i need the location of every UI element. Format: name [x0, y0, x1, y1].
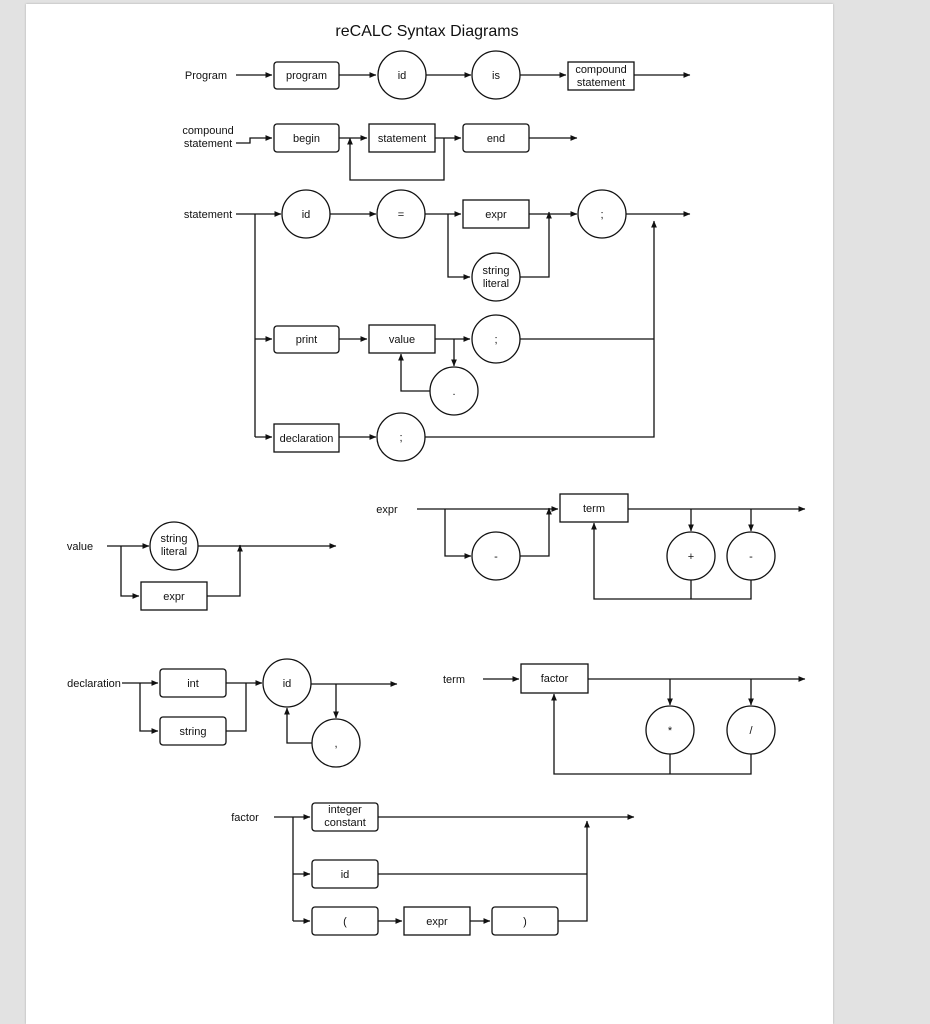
node-term-label: term [583, 503, 605, 515]
diagram-page [26, 4, 833, 1024]
node-is-label: is [492, 70, 500, 82]
rule-label-statement: statement [184, 209, 232, 221]
node-end-label: end [487, 133, 505, 145]
node-semicolon-3-label: ; [399, 432, 402, 444]
node-right-paren-label: ) [523, 916, 527, 928]
node-expr-label: expr [426, 916, 448, 928]
node-program-keyword-label: program [286, 70, 327, 82]
node-int-label: int [187, 678, 199, 690]
rule-program: Program program id is compound statement [185, 50, 691, 100]
node-statement-label: statement [378, 133, 426, 145]
rule-label-expr: expr [376, 504, 398, 516]
node-left-paren-label: ( [343, 916, 347, 928]
node-factor [520, 663, 589, 694]
node-print-label: print [296, 334, 317, 346]
rule-expr: expr - term + - [376, 493, 806, 600]
node-string-literal-label-1: string [483, 265, 510, 277]
rule-value: value string literal expr [67, 521, 337, 611]
node-semicolon-2-label: ; [494, 334, 497, 346]
node-id [262, 658, 312, 708]
node-comma-label: , [334, 738, 337, 750]
node-value-label: value [389, 334, 415, 346]
rule-term: term factor * / [443, 663, 806, 775]
node-string-label: string [180, 726, 207, 738]
node-string-literal-label-1: string [161, 533, 188, 545]
node-declaration-label: declaration [280, 433, 334, 445]
node-factor-label: factor [541, 673, 569, 685]
node-string-literal [471, 252, 521, 302]
node-unary-minus-label: - [494, 551, 498, 563]
node-integer-constant-label-2: constant [324, 817, 366, 829]
rule-factor: factor integer constant id ( expr ) [231, 802, 635, 936]
node-expr [462, 199, 530, 229]
node-divide-label: / [749, 725, 753, 737]
node-dot-label: . [452, 386, 455, 398]
node-expr-label: expr [163, 591, 185, 603]
rule-compound-statement: compound statement begin statement end [182, 123, 578, 181]
node-expr [403, 906, 471, 936]
rule-label-value: value [67, 541, 93, 553]
node-begin-label: begin [293, 133, 320, 145]
node-semicolon-1-label: ; [600, 209, 603, 221]
rule-label-compound-1: compound [182, 125, 233, 137]
node-id-label: id [283, 678, 292, 690]
node-string-literal-label-2: literal [483, 278, 509, 290]
node-plus-label: + [688, 551, 694, 563]
node-id-label: id [302, 209, 311, 221]
node-compound-statement-label-1: compound [575, 64, 626, 76]
rule-declaration: declaration int string id , [67, 658, 398, 768]
rule-statement: statement id = expr string literal ; pri… [184, 189, 691, 462]
rule-label-compound-2: statement [184, 138, 232, 150]
node-declaration [273, 423, 340, 453]
node-expr-label: expr [485, 209, 507, 221]
node-compound-statement-label-2: statement [577, 77, 625, 89]
node-integer-constant-label-1: integer [328, 804, 362, 816]
rule-label-factor: factor [231, 812, 259, 824]
node-minus-label: - [749, 551, 753, 563]
diagram-title: reCALC Syntax Diagrams [335, 23, 518, 40]
rule-label-declaration: declaration [67, 678, 121, 690]
node-id-label: id [398, 70, 407, 82]
rule-label-program: Program [185, 70, 227, 82]
node-compound-statement [567, 61, 635, 91]
rule-label-term: term [443, 674, 465, 686]
node-term [559, 493, 629, 523]
node-string-literal-label-2: literal [161, 546, 187, 558]
loop-statement [347, 137, 445, 181]
node-id-label: id [341, 869, 350, 881]
node-multiply-label: * [668, 725, 673, 737]
node-equals-label: = [398, 209, 404, 221]
